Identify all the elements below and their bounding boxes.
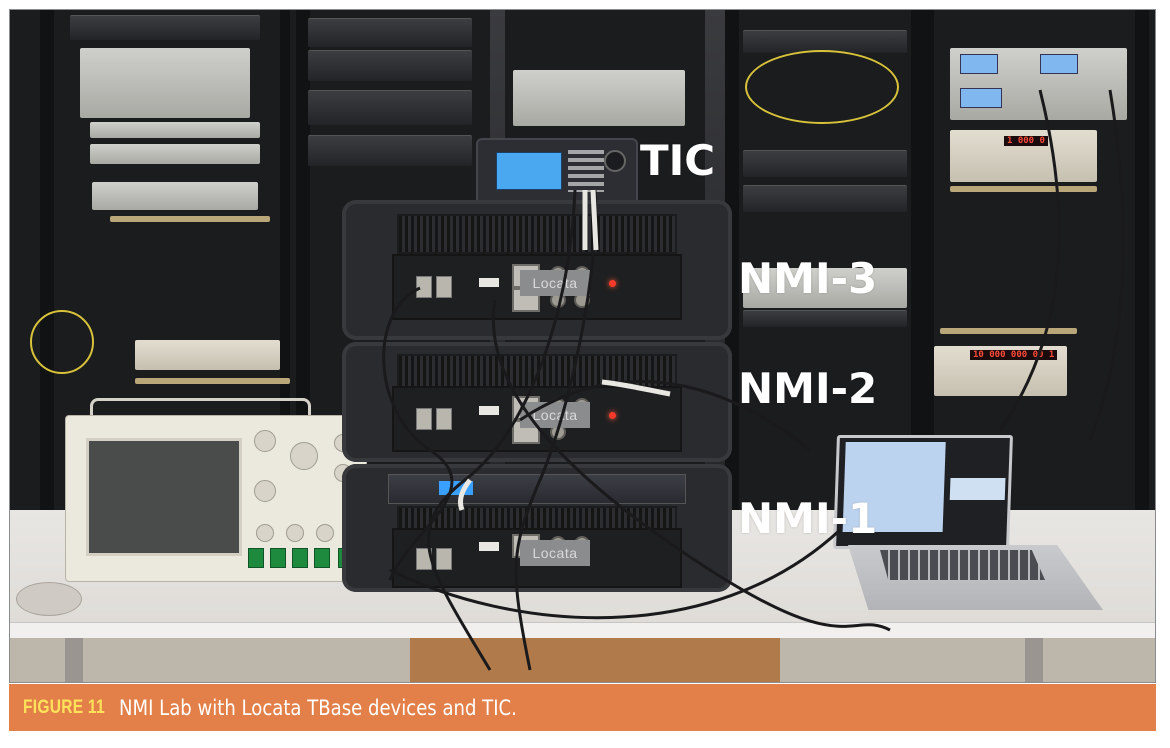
figure-caption: FIGURE 11 NMI Lab with Locata TBase devi… [9,684,1156,731]
rack-display-1: 1 000 0 [1004,136,1048,146]
locata-unit-nmi3: Locata [342,200,732,340]
label-nmi-2: NMI-2 [738,364,878,413]
locata-logo: Locata [520,402,590,428]
status-led [609,280,616,287]
lab-photo: 1 000 0 10 000 000 00 1 [9,9,1156,683]
label-nmi-3: NMI-3 [738,254,878,303]
cable-grommet [16,582,82,616]
rack-center-right [725,10,925,510]
locata-logo: Locata [520,540,590,566]
tic-instrument [476,138,638,206]
rack-left [10,10,310,510]
rack-right: 1 000 0 10 000 000 00 1 [920,10,1155,510]
tic-screen [496,152,562,190]
scope-handle [90,398,311,415]
status-led [609,412,616,419]
tic-knob [604,150,626,172]
label-nmi-1: NMI-1 [738,494,878,543]
cables [382,89,1125,671]
laptop-keyboard [880,550,1045,580]
cardboard-box [410,638,780,682]
figure-number: FIGURE 11 [23,696,105,718]
label-tic: TIC [640,136,716,185]
caption-text: NMI Lab with Locata TBase devices and TI… [118,695,517,720]
scope-screen [86,438,242,556]
scope-controls [246,424,358,574]
oscilloscope [65,415,367,582]
rack-display-2: 10 000 000 00 1 [970,350,1058,360]
